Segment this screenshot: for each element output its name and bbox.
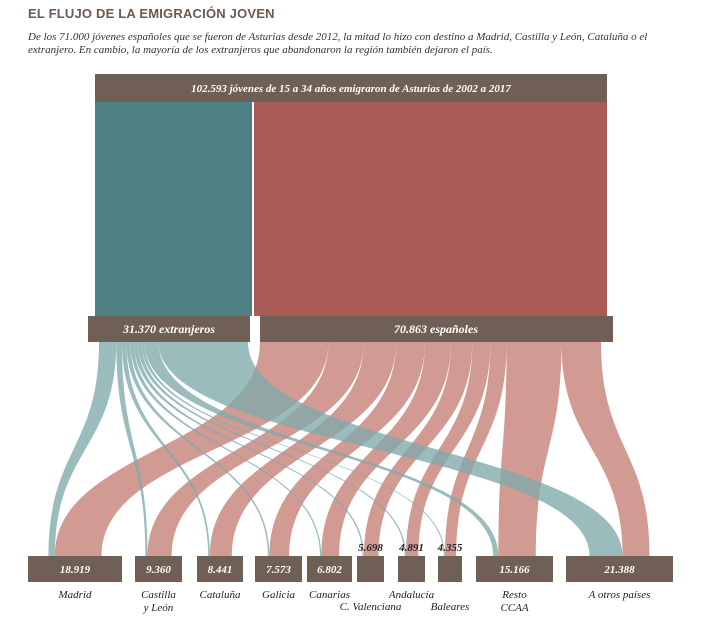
sankey-flows xyxy=(48,342,650,556)
flow-spaniards-1 xyxy=(147,342,364,556)
dest-bar-4 xyxy=(307,556,352,582)
flow-foreigners-7 xyxy=(141,342,445,556)
chart-subtitle: De los 71.000 jóvenes españoles que se f… xyxy=(28,31,648,56)
flow-spaniards-9 xyxy=(561,342,650,556)
dest-bar-9 xyxy=(566,556,673,582)
chart-title: EL FLUJO DE LA EMIGRACIÓN JOVEN xyxy=(28,6,275,21)
flow-foreigners-2 xyxy=(121,342,210,556)
dest-name-1-1: y León xyxy=(143,602,174,614)
flow-spaniards-6 xyxy=(406,342,491,556)
flow-foreigners-1 xyxy=(116,342,148,556)
dest-bar-0 xyxy=(28,556,122,582)
flow-spaniards-3 xyxy=(269,342,425,556)
flow-foreigners-5 xyxy=(134,342,364,556)
flow-foreigners-0 xyxy=(48,342,117,556)
flow-foreigners-9 xyxy=(158,342,623,556)
flow-foreigners-6 xyxy=(138,342,407,556)
dest-name-5-0: C. Valenciana xyxy=(340,601,402,613)
foreigners-column xyxy=(95,102,252,316)
dest-bar-3 xyxy=(255,556,302,582)
dest-value-6: 4.891 xyxy=(398,542,424,554)
sankey-bars xyxy=(28,74,673,582)
total-label: 102.593 jóvenes de 15 a 34 años emigraro… xyxy=(191,83,511,95)
flow-spaniards-8 xyxy=(498,342,562,556)
dest-value-9: 21.388 xyxy=(603,564,635,576)
dest-bar-7 xyxy=(438,556,462,582)
dest-bar-8 xyxy=(476,556,553,582)
dest-name-0-0: Madrid xyxy=(58,589,93,601)
flow-spaniards-2 xyxy=(209,342,397,556)
spaniards-column xyxy=(254,102,607,316)
dest-value-2: 8.441 xyxy=(208,564,233,576)
dest-name-2-0: Cataluña xyxy=(200,589,241,601)
sankey-labels: 102.593 jóvenes de 15 a 34 años emigraro… xyxy=(58,83,651,614)
dest-value-4: 6.802 xyxy=(317,564,342,576)
dest-name-8-1: CCAA xyxy=(500,602,528,614)
dest-value-5: 5.698 xyxy=(358,542,383,554)
dest-value-7: 4.355 xyxy=(437,542,463,554)
dest-name-1-0: Castilla xyxy=(141,589,176,601)
dest-bar-2 xyxy=(197,556,243,582)
dest-name-7-0: Baleares xyxy=(431,601,470,613)
dest-name-8-0: Resto xyxy=(501,589,527,601)
dest-value-3: 7.573 xyxy=(266,564,291,576)
dest-value-8: 15.166 xyxy=(499,564,530,576)
flow-foreigners-3 xyxy=(126,342,270,556)
flow-foreigners-4 xyxy=(130,342,322,556)
flow-foreigners-8 xyxy=(144,342,499,556)
dest-name-6-0: Andalucía xyxy=(388,589,435,601)
foreigners-label: 31.370 extranjeros xyxy=(122,322,215,336)
dest-bar-6 xyxy=(398,556,425,582)
dest-value-0: 18.919 xyxy=(60,564,91,576)
dest-name-4-0: Canarias xyxy=(309,589,350,601)
total-bar xyxy=(95,74,607,102)
dest-bar-5 xyxy=(357,556,384,582)
dest-bar-1 xyxy=(135,556,182,582)
spaniards-label: 70.863 españoles xyxy=(394,322,478,336)
dest-value-1: 9.360 xyxy=(146,564,171,576)
foreigners-bar xyxy=(88,316,250,342)
dest-name-3-0: Galicia xyxy=(262,589,295,601)
dest-name-9-0: A otros países xyxy=(588,589,651,601)
spaniards-bar xyxy=(260,316,613,342)
